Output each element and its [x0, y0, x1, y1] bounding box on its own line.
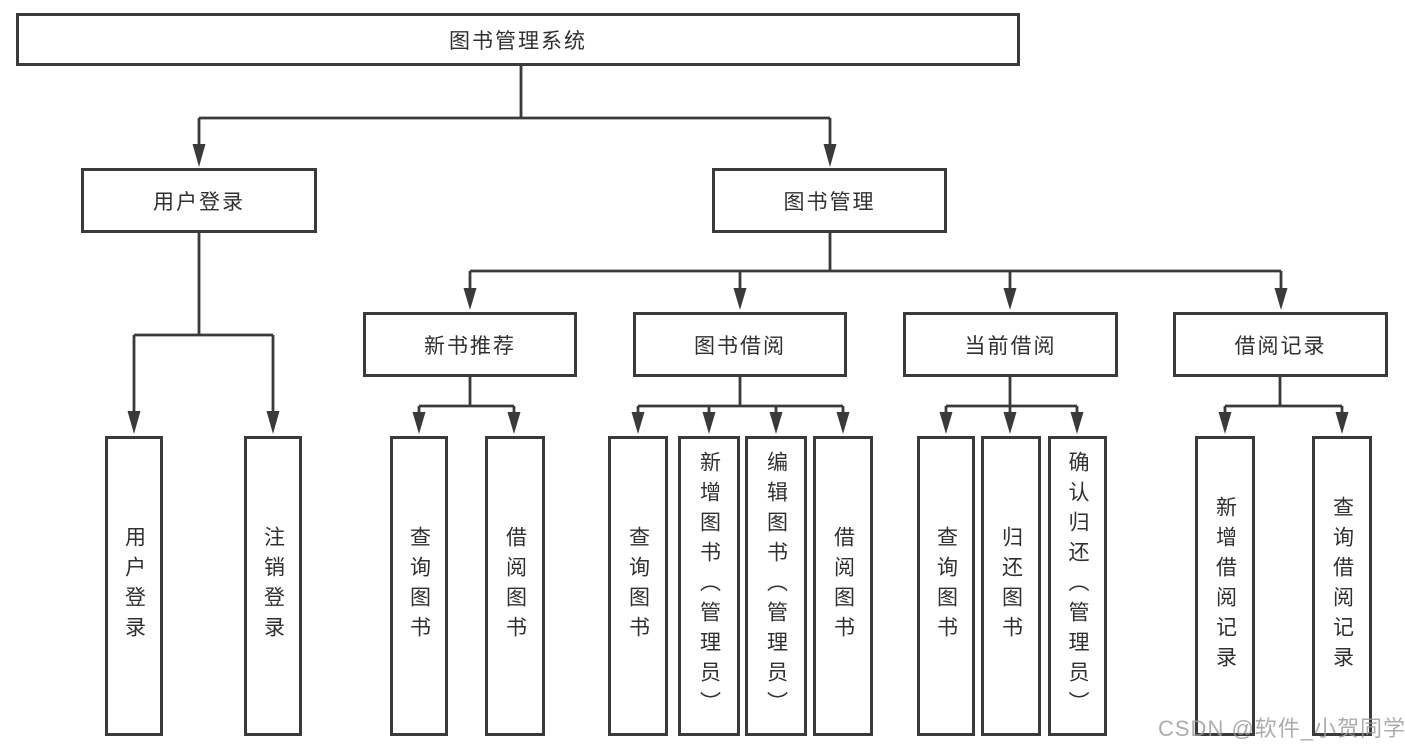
node-label: 确认归还（管理员） [1066, 451, 1089, 721]
connector-user-login-children [127, 233, 280, 434]
leaf-confirm-return-admin: 确认归还（管理员） [1048, 436, 1107, 736]
node-book-management: 图书管理 [712, 168, 947, 233]
node-label: 图书管理系统 [449, 29, 587, 53]
leaf-query-books-borrow: 查询图书 [608, 436, 668, 736]
node-label: 当前借阅 [964, 334, 1057, 358]
node-label: 图书借阅 [694, 334, 786, 358]
node-label: 查询借阅记录 [1330, 496, 1354, 676]
node-new-book-recommend: 新书推荐 [363, 312, 577, 377]
leaf-query-borrow-record: 查询借阅记录 [1312, 436, 1372, 736]
node-label: 查询图书 [626, 526, 650, 646]
leaf-query-books-recommend: 查询图书 [390, 436, 448, 736]
node-label: 借阅图书 [831, 526, 855, 646]
node-label: 用户登录 [122, 526, 146, 646]
connector-current-borrow-children [939, 377, 1084, 434]
leaf-add-books-admin: 新增图书（管理员） [678, 436, 740, 736]
node-label: 注销登录 [261, 526, 285, 646]
connector-new-book-children [412, 377, 521, 434]
node-label: 查询图书 [407, 526, 431, 646]
connector-borrow-record-children [1218, 377, 1349, 434]
node-label: 新增借阅记录 [1213, 496, 1237, 676]
node-label: 新增图书（管理员） [697, 451, 721, 721]
node-user-login: 用户登录 [81, 168, 317, 233]
leaf-logout: 注销登录 [244, 436, 302, 736]
node-library-system: 图书管理系统 [16, 13, 1020, 66]
node-borrowing-records: 借阅记录 [1173, 312, 1388, 377]
node-book-borrowing: 图书借阅 [633, 312, 847, 377]
node-label: 借阅记录 [1234, 334, 1327, 358]
node-label: 编辑图书（管理员） [764, 451, 788, 721]
leaf-query-books-current: 查询图书 [917, 436, 975, 736]
leaf-user-login: 用户登录 [105, 436, 163, 736]
node-label: 查询图书 [934, 526, 958, 646]
connector-book-borrow-children [631, 377, 850, 434]
node-label: 新书推荐 [424, 334, 516, 358]
leaf-add-borrow-record: 新增借阅记录 [1195, 436, 1255, 736]
leaf-edit-books-admin: 编辑图书（管理员） [745, 436, 807, 736]
leaf-borrow-books: 借阅图书 [813, 436, 873, 736]
leaf-return-books: 归还图书 [981, 436, 1041, 736]
connector-book-management-children [463, 233, 1288, 310]
node-label: 借阅图书 [503, 526, 527, 646]
node-label: 用户登录 [153, 190, 245, 214]
node-label: 归还图书 [999, 526, 1023, 646]
node-current-borrowing: 当前借阅 [903, 312, 1118, 377]
node-label: 图书管理 [783, 190, 876, 214]
connector-root-to-level2 [192, 66, 837, 167]
csdn-watermark: CSDN @软件_小贺同学 [1158, 716, 1405, 741]
leaf-borrow-books-recommend: 借阅图书 [485, 436, 545, 736]
